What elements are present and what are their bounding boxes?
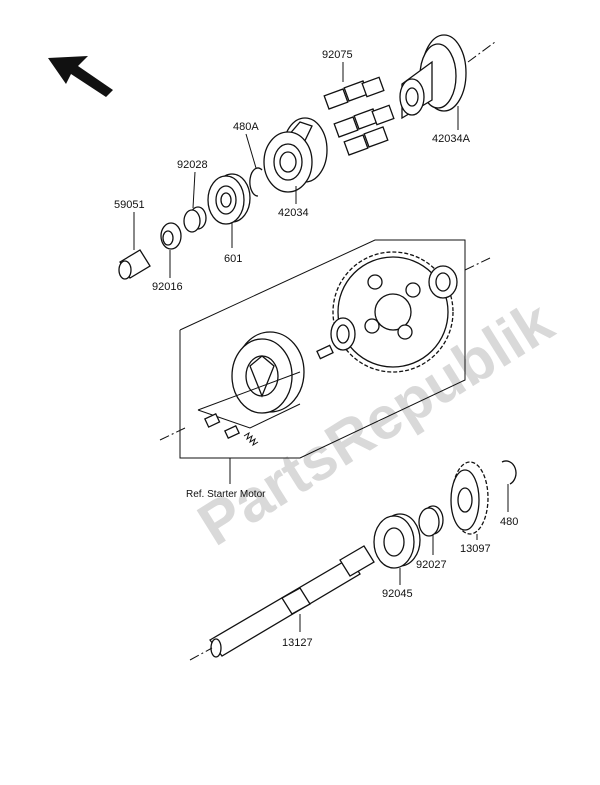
label-42034: 42034 [278,207,309,219]
circlip-480 [501,460,517,485]
circlip-480A [249,167,263,197]
starter-clutch-boundary [159,239,491,484]
clutch-housing-42034A [399,34,496,120]
bearing-601 [207,173,251,225]
thrust-washer-right [428,265,458,299]
reference-label: Ref. Starter Motor [186,489,266,500]
pin-gear-59051 [118,249,151,280]
one-way-clutch [231,331,305,414]
label-92045: 92045 [382,588,413,600]
label-92075: 92075 [322,49,353,61]
washer-92016 [160,222,182,250]
collar-92027 [418,505,444,537]
thrust-washer-left [330,317,356,351]
label-13097: 13097 [460,543,491,555]
label-480A: 480A [233,121,259,133]
label-92027: 92027 [416,559,447,571]
gear-42034 [263,117,328,193]
collar-92028 [183,206,207,233]
bolt [316,344,334,360]
label-92016: 92016 [152,281,183,293]
starter-clutch-sprocket [332,251,454,373]
shaft-13127 [189,545,375,661]
roller-set-92075 [323,76,395,156]
label-42034A: 42034A [432,133,471,145]
sprocket-13097 [450,461,489,535]
roller-spring-set [197,371,301,447]
direction-arrow-icon [48,56,113,97]
label-601: 601 [224,253,242,265]
leader-lines [133,62,509,632]
label-13127: 13127 [282,637,313,649]
label-92028: 92028 [177,159,208,171]
bearing-92045 [373,513,421,569]
label-480: 480 [500,516,518,528]
label-59051: 59051 [114,199,145,211]
